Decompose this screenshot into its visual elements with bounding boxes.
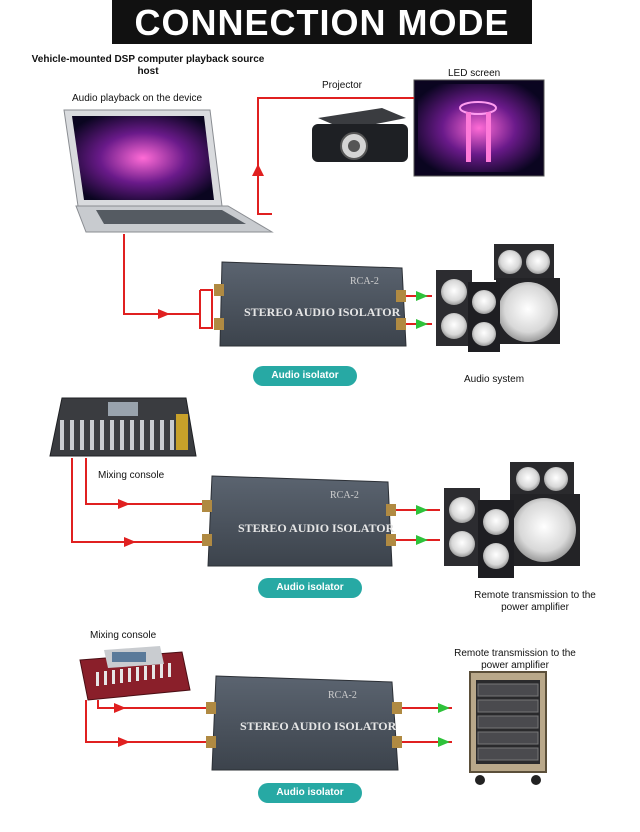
up-arrow-1 (252, 164, 264, 176)
right-arrow-1b (416, 291, 428, 301)
isolator-device-1: RCA-2 STEREO AUDIO ISOLATOR (214, 262, 406, 346)
right-arrow-1c (416, 319, 428, 329)
isolator-model-3: RCA-2 (328, 690, 357, 701)
laptop-icon (64, 110, 272, 232)
mixing-console-icon-2 (80, 646, 190, 700)
speaker-system-icon-2 (444, 462, 580, 578)
led-screen-icon (414, 80, 544, 176)
right-arrow-3d (438, 737, 450, 747)
right-arrow-2c (416, 505, 428, 515)
right-arrow-2d (416, 535, 428, 545)
isolator-name-1: STEREO AUDIO ISOLATOR (244, 305, 401, 319)
right-arrow-2b (124, 537, 136, 547)
amplifier-rack-icon (470, 672, 546, 785)
isolator-name-3: STEREO AUDIO ISOLATOR (240, 719, 397, 733)
right-arrow-3a (114, 703, 126, 713)
right-arrow-3b (118, 737, 130, 747)
isolator-device-3: RCA-2 STEREO AUDIO ISOLATOR (206, 676, 402, 770)
isolator-model-1: RCA-2 (350, 276, 379, 287)
mixing-console-icon-1 (50, 398, 196, 456)
isolator-device-2: RCA-2 STEREO AUDIO ISOLATOR (202, 476, 396, 566)
right-arrow-1a (158, 309, 170, 319)
right-arrow-3c (438, 703, 450, 713)
speaker-system-icon-1 (436, 244, 560, 352)
projector-icon (312, 108, 408, 162)
isolator-name-2: STEREO AUDIO ISOLATOR (238, 521, 395, 535)
isolator-model-2: RCA-2 (330, 490, 359, 501)
right-arrow-2a (118, 499, 130, 509)
